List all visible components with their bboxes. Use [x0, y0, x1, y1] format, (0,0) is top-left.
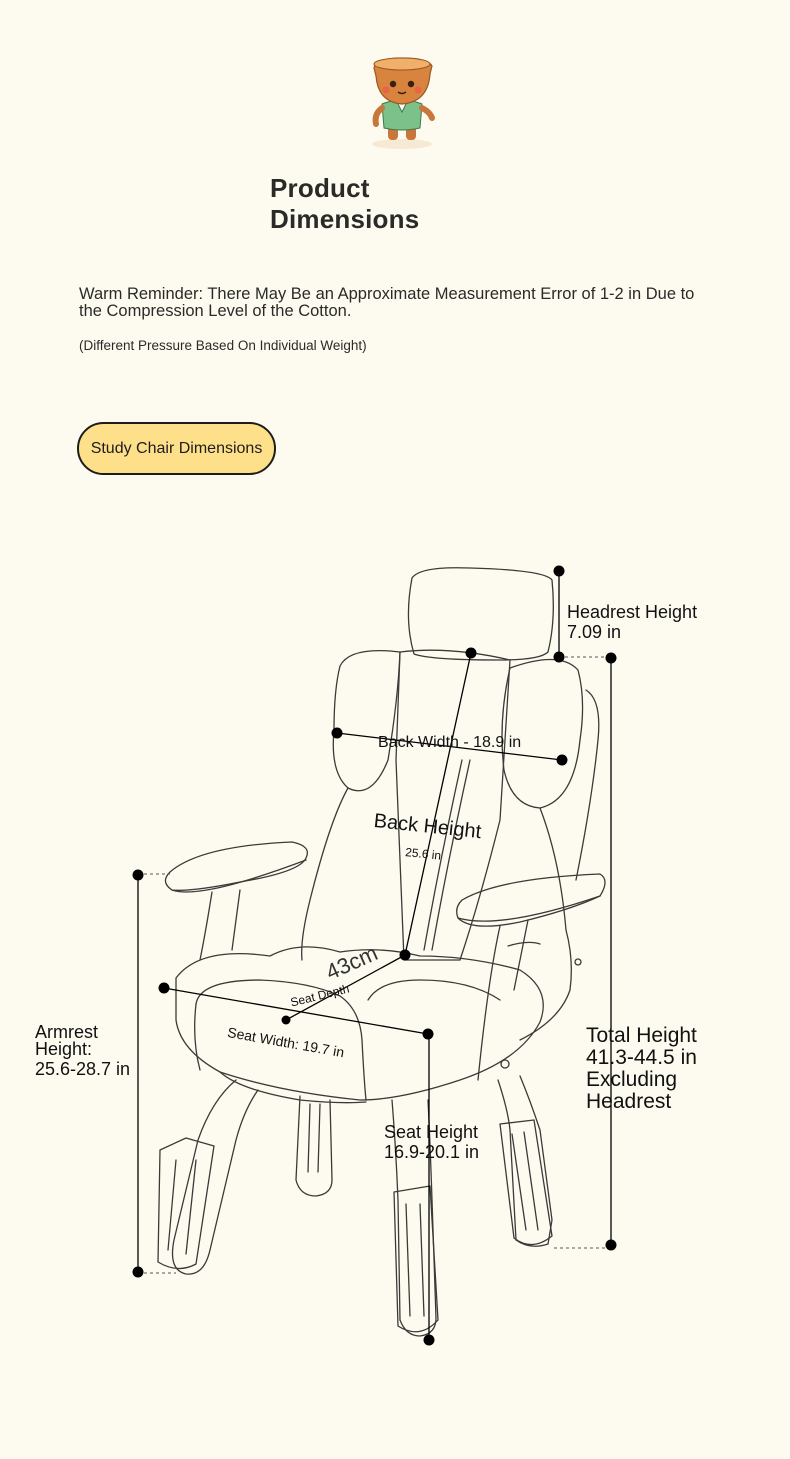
back-width-line [336, 732, 563, 761]
back-right-leg [497, 1075, 553, 1247]
front-left-leg [171, 1079, 259, 1275]
armrest-height-label: Armrest Height: 25.6-28.7 in [35, 1022, 131, 1079]
seat-height-title: Seat Height [384, 1122, 479, 1142]
armrest-title-line2: Height: [35, 1039, 93, 1059]
warm-reminder-text: Warm Reminder: There May Be an Approxima… [79, 285, 695, 320]
back-left-leg [295, 1095, 333, 1197]
backrest-center [395, 649, 511, 961]
headrest-height-value: 7.09 in [567, 622, 622, 642]
study-chair-dimensions-tab[interactable]: Study Chair Dimensions [77, 422, 276, 475]
back-width-label: Back Width - 18.9 in [378, 734, 522, 751]
pressure-note: (Different Pressure Based On Individual … [79, 338, 367, 353]
headrest-height-title: Headrest Height [567, 602, 698, 622]
seat-depth-line [285, 954, 406, 1021]
total-height-label: Total Height 41.3-44.5 in Excluding Head… [586, 1025, 697, 1113]
tree-stump-mascot-icon [372, 57, 435, 149]
page-title: Product Dimensions [270, 173, 420, 234]
total-height-title: Total Height [586, 1024, 697, 1047]
backrest-right-wing [501, 658, 584, 809]
seat-cushion [175, 946, 544, 1101]
headrest-outline [407, 567, 554, 661]
backrest-left-wing [332, 649, 401, 792]
armrest-height-value: 25.6-28.7 in [35, 1059, 131, 1079]
seat-height-label: Seat Height 16.9-20.1 in [384, 1122, 479, 1162]
front-right-leg [391, 1099, 437, 1337]
total-height-value: 41.3-44.5 in [586, 1046, 697, 1069]
headrest-height-label: Headrest Height 7.09 in [567, 602, 697, 642]
seat-height-value: 16.9-20.1 in [384, 1142, 480, 1162]
back-height-line [404, 652, 472, 956]
total-height-excluding: Excluding [586, 1068, 678, 1091]
seat-width-line [163, 987, 429, 1035]
armrest-title-line1: Armrest [35, 1022, 98, 1042]
total-height-headrest: Headrest [586, 1090, 672, 1113]
tab-label: Study Chair Dimensions [90, 439, 263, 457]
